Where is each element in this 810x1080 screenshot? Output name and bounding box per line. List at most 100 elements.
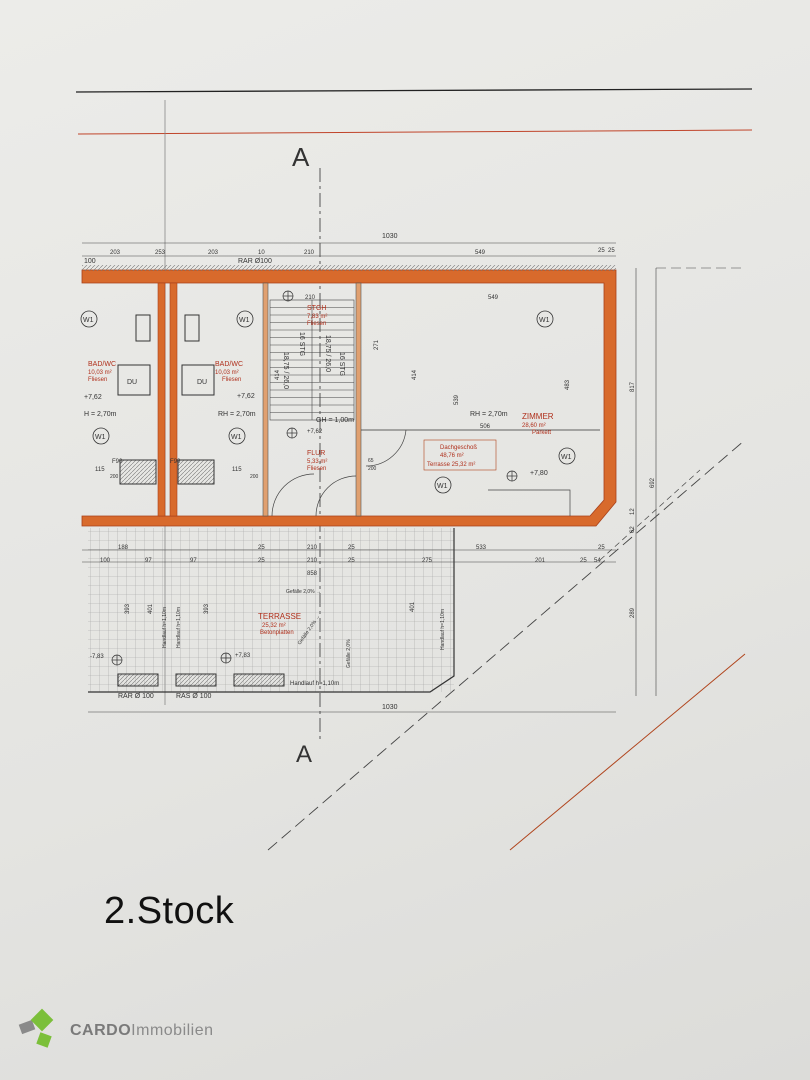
height-zimmer: RH = 2,70m xyxy=(470,411,508,418)
right-dim-692: 692 xyxy=(650,477,656,488)
bottom-dim2-2: 97 xyxy=(190,558,197,564)
top-dim-7: 25 xyxy=(598,248,605,254)
handlauf-2: Handlauf h=1,10m xyxy=(176,607,182,648)
room-terrasse-floor: Betonplatten xyxy=(260,630,294,636)
rar-label-top: RAR Ø100 xyxy=(238,258,272,265)
dachgeschoss-label: Dachgeschoß xyxy=(440,445,477,451)
door-flur-2 xyxy=(315,475,357,517)
bottom-dim2-3: 25 xyxy=(258,558,265,564)
room-flur-floor: Fliesen xyxy=(307,466,326,472)
du-label-right: DU xyxy=(197,379,207,386)
floor-title: 2.Stock xyxy=(104,890,235,932)
diagonal-red-line xyxy=(509,653,746,851)
top-dim-2: 253 xyxy=(155,250,166,256)
top-dim-3: 203 xyxy=(208,250,219,256)
level-1: +7,62 xyxy=(84,394,102,401)
shaft-right xyxy=(184,314,200,342)
dim-115-a: 115 xyxy=(95,467,105,473)
stair-wall-right xyxy=(355,282,362,517)
height-gh: GH = 1,00m xyxy=(316,417,354,424)
bottom-dim2-8: 25 xyxy=(580,558,587,564)
top-wall-hatch xyxy=(82,265,616,271)
shaft-left xyxy=(135,314,151,342)
room-bad-left-floor: Fliesen xyxy=(88,377,107,383)
top-dim-1: 203 xyxy=(110,250,121,256)
window-tag-2: W1 xyxy=(239,317,250,324)
dim-65: 65 xyxy=(368,458,374,464)
room-zimmer-name: ZIMMER xyxy=(522,412,554,421)
room-flur-area: 5,33 m² xyxy=(307,459,327,465)
height-right: RH = 2,70m xyxy=(218,411,256,418)
room-zimmer-area: 28,60 m² xyxy=(522,423,546,429)
exterior-wall xyxy=(81,269,617,527)
handlauf-3: Handlauf h=1,10m xyxy=(440,609,446,650)
room-bad-right-area: 10,03 m² xyxy=(215,370,239,376)
top-dim-0: 100 xyxy=(84,258,96,265)
du-label-left: DU xyxy=(127,379,137,386)
room-terrasse-area: 25,32 m² xyxy=(262,623,286,629)
bottom-dim2-6: 275 xyxy=(422,558,433,564)
window-tag-4: W1 xyxy=(95,434,106,441)
f90-left: F90 xyxy=(112,459,123,465)
dim-549: 549 xyxy=(488,295,499,301)
dim-414-b: 414 xyxy=(412,369,418,380)
overall-width-top: 1030 xyxy=(382,233,398,240)
bottom-dim1-0: 188 xyxy=(118,545,129,551)
level-2: +7,62 xyxy=(237,393,255,400)
dim-200-c: 200 xyxy=(368,466,377,472)
stair-wall-left xyxy=(262,282,269,517)
window-tag-7: W1 xyxy=(561,454,572,461)
stair-label-4: 16 STG xyxy=(338,352,345,376)
top-dim-8: 25 xyxy=(608,248,615,254)
shower-left xyxy=(117,364,151,396)
bottom-dim1-1: 25 xyxy=(258,545,265,551)
window-tag-3: W1 xyxy=(539,317,550,324)
f90-right: F90 xyxy=(170,459,181,465)
terrace-area xyxy=(88,528,454,692)
dim-483: 483 xyxy=(565,379,571,390)
terrace-dim-401-b: 401 xyxy=(410,601,416,612)
bottom-dim1-4: 533 xyxy=(476,545,487,551)
top-red-line xyxy=(77,129,753,135)
closet-right xyxy=(177,459,215,485)
bottom-dim2-4: 210 xyxy=(307,558,318,564)
room-zimmer-floor: Parkett xyxy=(532,430,551,436)
handlauf-1: Handlauf h=1,10m xyxy=(162,607,168,648)
overall-width-bottom: 1030 xyxy=(382,704,398,711)
dim-210: 210 xyxy=(305,295,316,301)
window-tag-6: W1 xyxy=(437,483,448,490)
right-dim-62: 62 xyxy=(630,526,636,533)
level-4: +7,80 xyxy=(530,470,548,477)
room-bad-left-name: BAD/WC xyxy=(88,361,116,368)
section-marker-top: A xyxy=(292,142,310,172)
section-marker-bottom: A xyxy=(296,741,312,768)
stair-label-3: 18,75 / 26,0 xyxy=(324,335,331,372)
terrace-edge xyxy=(88,528,455,693)
bottom-dim2-9: 54 xyxy=(594,558,601,564)
level-5: -7,83 xyxy=(90,654,104,660)
diagonal-dashed-2 xyxy=(599,469,701,561)
terrace-dim-393-a: 393 xyxy=(125,603,131,614)
closet-left xyxy=(119,459,157,485)
dim-414-a: 414 xyxy=(275,369,281,380)
door-terrace xyxy=(488,489,571,516)
room-stgh-name: STGH xyxy=(307,305,326,312)
room-flur-name: FLUR xyxy=(307,450,325,457)
terrace-dim-401-a: 401 xyxy=(148,603,154,614)
bottom-dim2-0: 100 xyxy=(100,558,111,564)
top-dim-4: 10 xyxy=(258,250,265,256)
window-tag-5: W1 xyxy=(231,434,242,441)
top-dim-6: 549 xyxy=(475,250,486,256)
company-logo: CARDOImmobilien xyxy=(20,1010,260,1056)
level-3: +7,62 xyxy=(307,429,323,435)
bottom-dim1-5: 25 xyxy=(598,545,605,551)
stair-label-2: 18,75 / 26,0 xyxy=(282,352,289,389)
top-frame-line xyxy=(75,88,753,93)
logo-suffix: Immobilien xyxy=(131,1022,214,1039)
logo-brand: CARDO xyxy=(70,1022,132,1039)
dim-271: 271 xyxy=(374,339,380,350)
door-flur xyxy=(271,473,315,517)
level-markers xyxy=(111,290,518,666)
gefaelle-1: Gefälle 2,0% → xyxy=(286,589,321,595)
